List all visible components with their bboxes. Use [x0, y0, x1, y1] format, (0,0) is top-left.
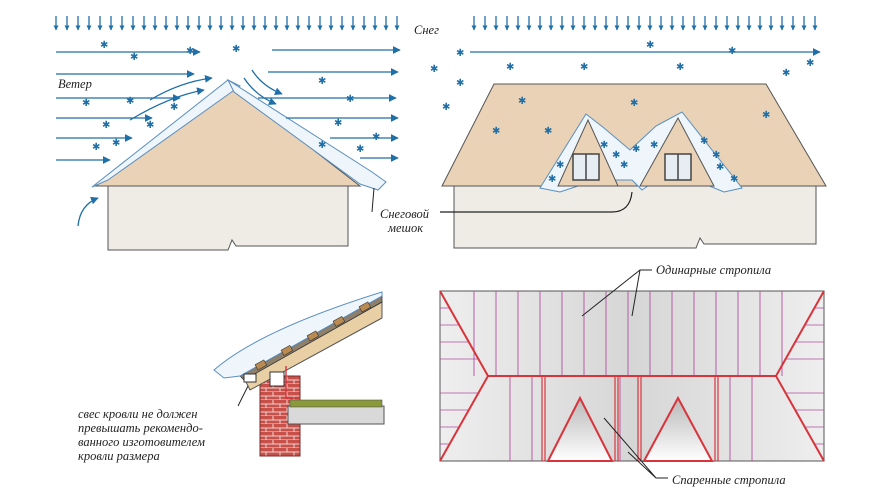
overhang-label-3: ванного изготовителем: [78, 435, 205, 449]
wind-arrow-icon: [129, 87, 205, 121]
snowflake-icon: ✱: [442, 102, 450, 113]
house-wall: [107, 185, 349, 251]
roof-batten: [306, 330, 320, 342]
snowflake-icon: ✱: [130, 52, 138, 63]
dormer-house-panel: Снег Снеговой мешок: [371, 16, 827, 249]
snowflake-icon: ✱: [544, 126, 552, 137]
snowfall-arrows: [53, 16, 400, 31]
window-icon: [664, 153, 692, 181]
snowflake-icon: ✱: [730, 174, 738, 185]
overhang-label-2: превышать рекомендо-: [78, 421, 203, 435]
snowflake-icon: ✱: [372, 132, 380, 143]
paired-rafters-leader: [603, 417, 668, 479]
snowflake-icon: ✱: [600, 140, 608, 151]
snowflake-icon: ✱: [782, 68, 790, 79]
snowflake-icon: ✱: [430, 64, 438, 75]
snowflake-icon: ✱: [716, 162, 724, 173]
vapor-barrier: [285, 366, 300, 399]
snowflake-icon: ✱: [630, 98, 638, 109]
snowflake-icon: ✱: [318, 140, 326, 151]
roof-batten: [358, 301, 372, 313]
snowflake-icon: ✱: [112, 138, 120, 149]
snowflake-icon: ✱: [100, 40, 108, 51]
snow-drift-label-2: мешок: [387, 221, 423, 235]
gable-roof: [94, 83, 362, 187]
single-rafters: [440, 291, 824, 461]
wind-arrow-icon: [77, 196, 99, 227]
plan-dormer-left: [546, 395, 614, 462]
wind-label: Ветер: [58, 77, 92, 91]
snowflake-icon: ✱: [82, 98, 90, 109]
snowflake-icon: ✱: [556, 160, 564, 171]
snowflake-icon: ✱: [712, 150, 720, 161]
snow-drift-leader: [440, 191, 633, 213]
snow-cover-right: [226, 78, 387, 191]
snowflake-icon: ✱: [632, 144, 640, 155]
wind-arrows: [56, 46, 821, 164]
roof-batten: [332, 315, 346, 327]
snowflake-icon: ✱: [186, 46, 194, 57]
roof-batten: [280, 344, 294, 356]
snowflake-icon: ✱: [518, 96, 526, 107]
snowflake-icon: ✱: [492, 126, 500, 137]
eave-snow: [213, 291, 383, 379]
snowflake-icon: ✱: [806, 58, 814, 69]
snowflake-icon: ✱: [456, 78, 464, 89]
snowflake-icon: ✱: [676, 62, 684, 73]
insulation: [289, 399, 383, 408]
snowflake-icon: ✱: [548, 174, 556, 185]
house-wall-right: [453, 185, 817, 249]
snowflake-icon: ✱: [102, 120, 110, 131]
eave-box: [269, 371, 285, 387]
gable-house-panel: Ветер: [53, 16, 821, 251]
snowflake-icon: ✱: [650, 140, 658, 151]
snowflake-icon: ✱: [728, 46, 736, 57]
snowflake-icon: ✱: [170, 102, 178, 113]
snowflake-icon: ✱: [318, 76, 326, 87]
snow-cover-left: [91, 79, 241, 188]
snowflake-icon: ✱: [126, 96, 134, 107]
gutter: [243, 373, 257, 383]
wind-arrow-icon: [243, 77, 277, 106]
snow-drift-leader-left: [371, 187, 375, 213]
eave-detail-panel: свес кровли не должен превышать рекоменд…: [78, 291, 385, 463]
snowflake-icon: ✱: [646, 40, 654, 51]
snowflake-icon: ✱: [92, 142, 100, 153]
snowflake-icon: ✱: [762, 110, 770, 121]
paired-rafters-label: Спаренные стропила: [672, 473, 786, 487]
dormer-right: [639, 116, 715, 187]
single-rafters-leader: [581, 269, 652, 317]
snowflake-icon: ✱: [232, 44, 240, 55]
overhang-label-4: кровли размера: [78, 449, 160, 463]
hip-rafters: [439, 290, 825, 462]
snowflake-icon: ✱: [346, 94, 354, 105]
snow-label: Снег: [414, 23, 439, 37]
snowflake-icon: ✱: [356, 144, 364, 155]
snowflake-icon: ✱: [456, 48, 464, 59]
rafter-plan-panel: Одинарные стропила Спаренные стропила: [439, 263, 825, 487]
roof-batten: [254, 359, 268, 371]
snowflake-icon: ✱: [612, 150, 620, 161]
roof-battens: [254, 301, 372, 371]
snowflake-icon: ✱: [580, 62, 588, 73]
plan-dormer-right: [642, 395, 714, 462]
snowflake-icon: ✱: [334, 118, 342, 129]
snowflake-icon: ✱: [700, 136, 708, 147]
snow-drift-label-1: Снеговой: [380, 207, 430, 221]
ceiling-slab: [287, 405, 385, 425]
dormer-rafters: [541, 376, 719, 461]
wind-arrow-icon: [149, 75, 213, 101]
snowflake-icon: ✱: [146, 120, 154, 131]
overhang-leader: [237, 385, 249, 407]
window-icon: [572, 153, 600, 181]
snowflake-icon: ✱: [620, 160, 628, 171]
single-rafters-label: Одинарные стропила: [656, 263, 771, 277]
wind-arrow-icon: [251, 69, 283, 96]
snowflake-icon: ✱: [506, 62, 514, 73]
overhang-label-1: свес кровли не должен: [78, 407, 197, 421]
